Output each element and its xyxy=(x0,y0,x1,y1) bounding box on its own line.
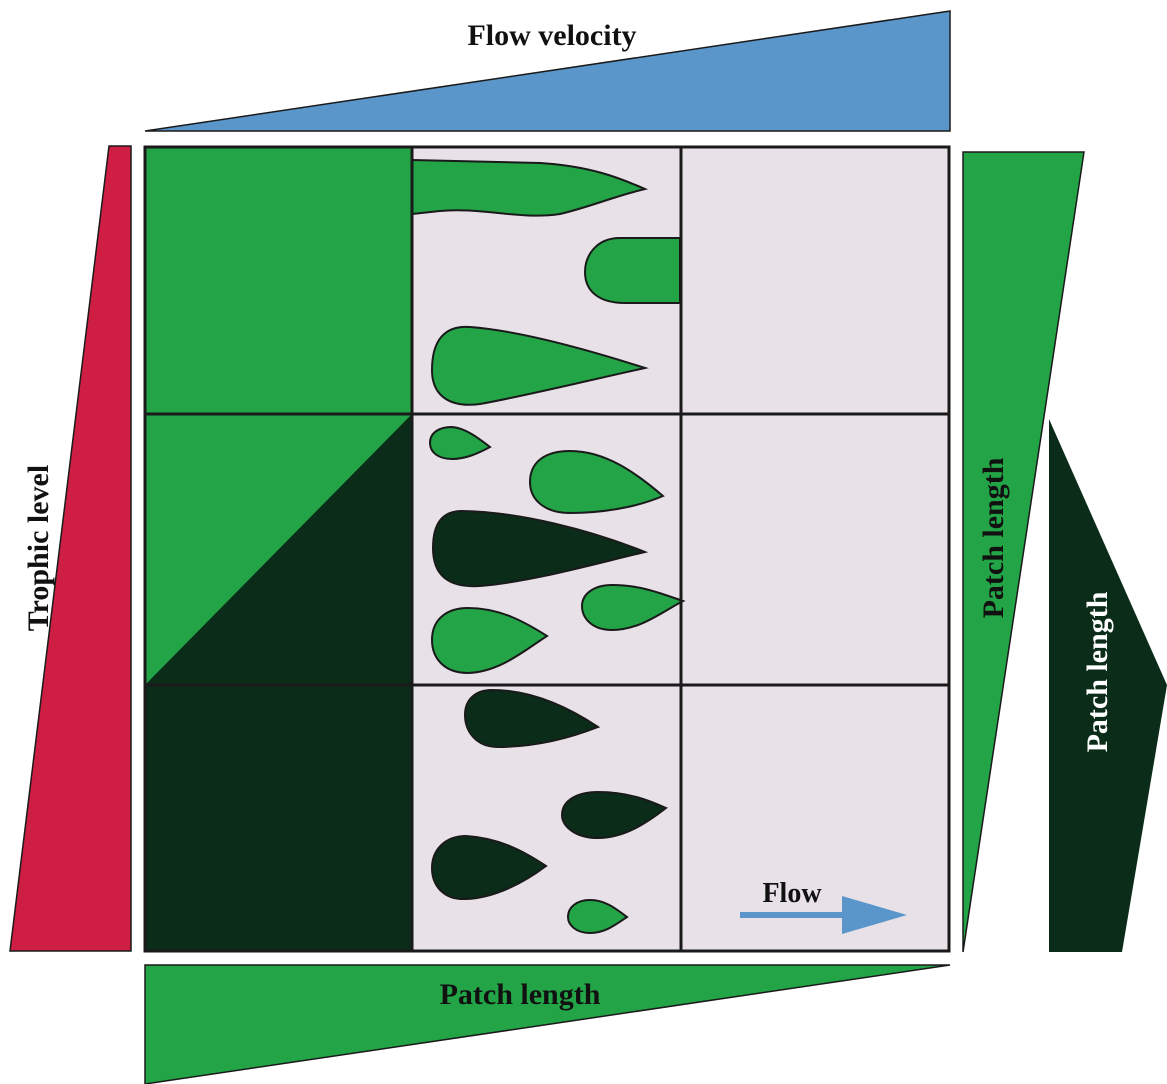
patch-light-8 xyxy=(566,898,629,935)
flow-velocity-wedge xyxy=(144,10,951,132)
flow-label: Flow xyxy=(762,878,822,909)
patch-length-arrow xyxy=(1049,419,1167,952)
trophic-level-wedge xyxy=(9,145,132,952)
flow-arrow xyxy=(740,896,907,934)
patch-light-1 xyxy=(411,158,649,217)
patch-dark-2 xyxy=(463,688,601,749)
patch-length-wedge-bottom xyxy=(144,964,951,1084)
patch-length-label-bottom: Patch length xyxy=(440,978,601,1011)
patch-dark-3 xyxy=(560,790,668,840)
patch-light-2 xyxy=(583,237,681,304)
grid-lines xyxy=(143,145,951,953)
patch-length-label-right: Patch length xyxy=(977,457,1010,618)
patch-length-wedge-right xyxy=(962,151,1085,953)
patch-light-6 xyxy=(580,583,686,632)
cell-mid-trophic-light-half xyxy=(145,414,412,685)
patch-dark-1 xyxy=(431,509,649,588)
patch-light-5 xyxy=(528,449,665,515)
trophic-level-label: Trophic level xyxy=(22,465,55,631)
cell-high-trophic xyxy=(145,147,412,414)
grid: Flow xyxy=(143,145,951,953)
cell-low-trophic xyxy=(145,685,412,951)
patch-length-label-arrow: Patch length xyxy=(1081,591,1114,752)
patch-light-3 xyxy=(430,325,649,406)
patch-light-7 xyxy=(430,606,549,675)
patch-light-4 xyxy=(428,425,492,461)
flow-velocity-label: Flow velocity xyxy=(467,19,636,52)
patch-dark-4 xyxy=(430,834,548,901)
